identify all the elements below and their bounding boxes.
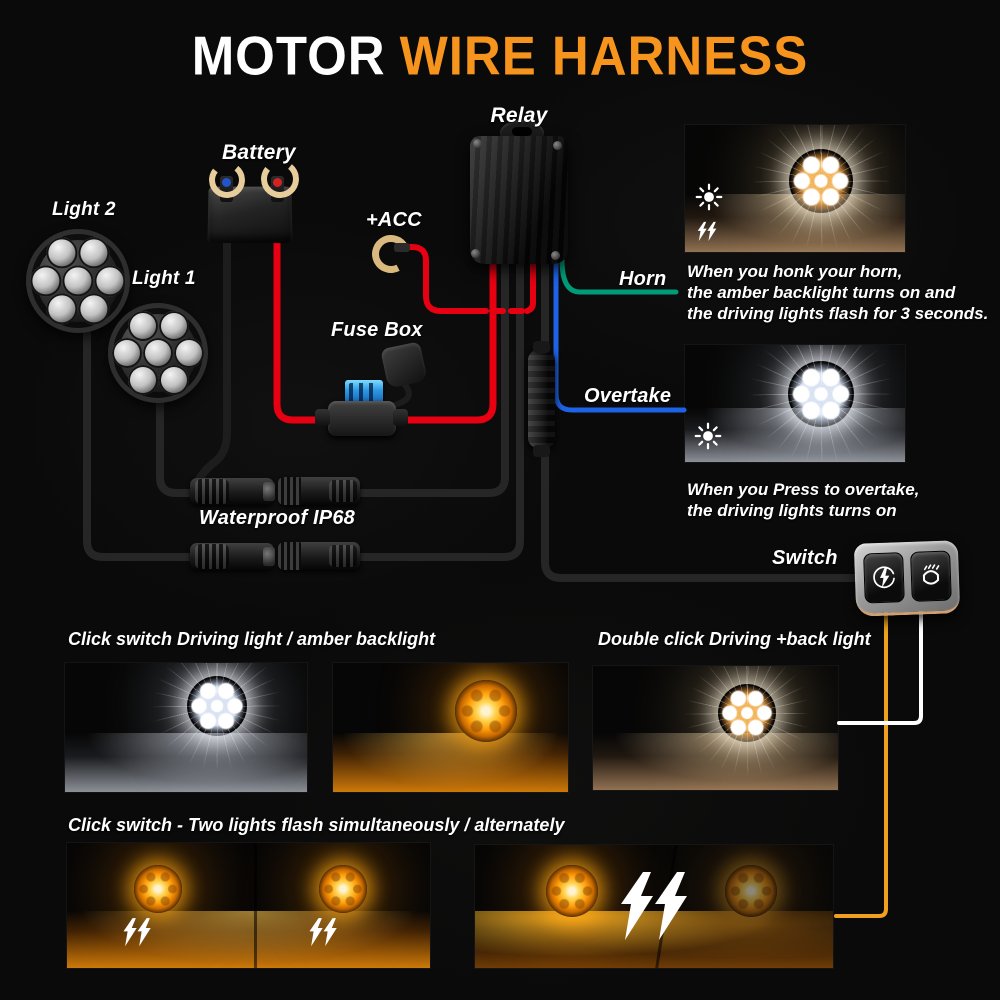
light2-label: Light 2 xyxy=(52,199,116,220)
light2-wire xyxy=(83,296,196,561)
battery-positive-terminal xyxy=(273,178,282,187)
amber-light-glow xyxy=(724,864,777,917)
photo-horn-mode xyxy=(685,125,905,252)
relay-mount-slot xyxy=(512,127,532,136)
led-light-glow xyxy=(788,361,855,428)
led-lens xyxy=(127,311,158,342)
overtake-wire xyxy=(553,255,687,413)
acc-label: +ACC xyxy=(366,209,422,231)
amber-light-glow xyxy=(454,679,517,742)
photo-flash-alternately xyxy=(475,845,833,968)
led-lens xyxy=(78,293,110,325)
flash-circle-icon xyxy=(872,566,895,589)
fuse-box xyxy=(328,401,396,436)
waterproof-connector-male xyxy=(190,543,275,570)
lit-ground xyxy=(333,732,568,792)
horn-callout: When you honk your horn, the amber backl… xyxy=(687,261,988,324)
waterproof-connector-female xyxy=(278,477,360,505)
sun-icon xyxy=(695,183,723,211)
led-light-glow xyxy=(789,148,854,213)
title-white-part: MOTOR xyxy=(191,24,386,87)
light1-wire xyxy=(156,376,196,497)
led-lens xyxy=(112,338,142,368)
double-click-mode-heading: Double click Driving +back light xyxy=(598,629,871,649)
relay-screw xyxy=(473,139,482,148)
fuse-box-label: Fuse Box xyxy=(331,319,423,341)
relay-label: Relay xyxy=(490,104,548,127)
led-lens xyxy=(78,237,110,269)
amber-light-glow xyxy=(318,865,367,914)
led-lens xyxy=(143,338,173,368)
fuse-box-outlet xyxy=(393,409,408,426)
switch-amber-signal-wire xyxy=(834,598,888,918)
relay-screw xyxy=(471,249,480,258)
photo-driving-light xyxy=(65,663,307,792)
switch-label: Switch xyxy=(772,547,838,569)
fuse-box-inlet xyxy=(315,409,330,426)
switch-white-signal-wire xyxy=(837,600,923,725)
blade-fuse xyxy=(345,380,383,405)
waterproof-label: Waterproof IP68 xyxy=(199,507,355,529)
battery-negative-terminal xyxy=(222,178,231,187)
relay xyxy=(470,136,568,264)
amber-light-glow xyxy=(133,865,182,914)
led-lens xyxy=(46,237,78,269)
driving-light-2 xyxy=(26,229,130,333)
photo-amber-backlight xyxy=(333,663,568,792)
handlebar-switch xyxy=(853,540,961,617)
harness-trunk-wire-1 xyxy=(354,254,509,497)
driving-light-icon xyxy=(922,564,939,585)
led-lens xyxy=(158,364,189,395)
led-lens xyxy=(94,265,126,297)
switch-wire xyxy=(541,254,866,582)
amber-flash-button xyxy=(862,552,905,604)
relay-screw xyxy=(551,251,560,260)
double-lightning-icon xyxy=(123,917,152,946)
double-lightning-icon xyxy=(309,917,337,946)
waterproof-connector-female xyxy=(278,542,360,570)
overtake-label: Overtake xyxy=(584,385,672,407)
harness-trunk-wire-2 xyxy=(354,254,524,561)
horn-wire xyxy=(559,257,679,295)
horn-label: Horn xyxy=(619,268,667,290)
flash-mode-heading: Click switch - Two lights flash simultan… xyxy=(68,815,565,835)
led-lens xyxy=(46,293,78,325)
photo-overtake-mode xyxy=(685,345,905,462)
acc-wire xyxy=(399,244,489,314)
relay-screw xyxy=(553,141,562,150)
overtake-callout-line: When you Press to overtake, xyxy=(687,480,920,499)
overtake-callout: When you Press to overtake, the driving … xyxy=(687,479,919,521)
lit-ground xyxy=(475,911,833,968)
amber-light-glow xyxy=(545,864,598,917)
waterproof-connector-male xyxy=(190,478,275,505)
battery-label: Battery xyxy=(222,141,296,164)
driving-light-button xyxy=(909,550,952,602)
acc-wire-relay-end xyxy=(524,255,536,314)
photo-flash-simultaneously xyxy=(67,843,430,968)
led-lens xyxy=(127,364,158,395)
single-click-mode-heading: Click switch Driving light / amber backl… xyxy=(68,629,436,649)
horn-callout-line: When you honk your horn, xyxy=(687,262,903,281)
driving-light-1 xyxy=(108,303,208,403)
led-lens xyxy=(174,338,204,368)
led-lens xyxy=(158,311,189,342)
inline-connector xyxy=(528,341,555,457)
title-orange-part: WIRE HARNESS xyxy=(399,24,809,87)
sun-icon xyxy=(694,422,722,450)
acc-terminal-stub xyxy=(394,243,410,252)
double-lightning-icon xyxy=(620,872,687,941)
led-lens xyxy=(30,265,62,297)
led-light-glow xyxy=(187,675,248,736)
double-lightning-icon xyxy=(697,221,717,242)
light1-label: Light 1 xyxy=(132,268,196,289)
horn-callout-line: the amber backlight turns on and xyxy=(687,283,956,302)
led-lens xyxy=(62,265,94,297)
led-light-glow xyxy=(718,684,777,743)
photo-driving-back-light xyxy=(593,666,838,790)
overtake-callout-line: the driving lights turns on xyxy=(687,501,897,520)
fuse-cap-strap xyxy=(392,380,412,408)
horn-callout-line: the driving lights flash for 3 seconds. xyxy=(687,304,989,323)
photo-seam xyxy=(253,843,257,968)
